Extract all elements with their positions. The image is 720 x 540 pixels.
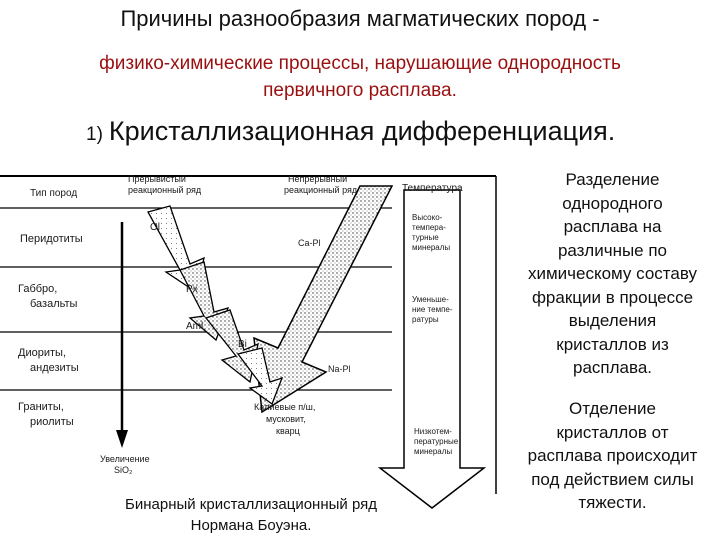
mineral-capl: Ca-Pl — [298, 238, 321, 248]
rock-granite-2: риолиты — [30, 416, 74, 428]
sio2-arrow-head — [116, 430, 128, 448]
col-discontinuous-2: реакционный ряд — [128, 185, 202, 195]
col-continuous-2: реакционный ряд — [284, 185, 358, 195]
col-rock-type: Тип пород — [30, 188, 77, 199]
col-discontinuous-1: Прерывистый — [128, 174, 186, 184]
caption-line-2: Нормана Боуэна. — [190, 517, 312, 534]
mineral-px: Px — [186, 284, 198, 295]
temp-mid-2: ние темпе- — [412, 305, 453, 314]
final-minerals-2: мусковит, — [266, 414, 306, 424]
temp-high-1: Высоко- — [412, 213, 443, 222]
mineral-ol: Ol — [150, 222, 160, 233]
rock-gabbro-2: базальты — [30, 298, 78, 310]
rock-granite-1: Граниты, — [18, 401, 64, 413]
rock-diorite-1: Диориты, — [18, 347, 66, 359]
section-heading: 1)Кристаллизационная дифференциация. — [86, 116, 615, 147]
right-text-separation: Разделение однородного расплава на разли… — [505, 168, 720, 380]
subtitle-line-1: физико-химические процессы, нарушающие о… — [99, 53, 621, 74]
slide-title: Причины разнообразия магматических пород… — [120, 6, 600, 31]
right-text-2-line-4: под действием силы — [531, 469, 694, 489]
temp-mid-1: Уменьше- — [412, 295, 449, 304]
heading-number: 1) — [86, 124, 103, 145]
arrow-bi-final — [236, 347, 284, 406]
mineral-bi: Bi — [238, 339, 247, 350]
caption-line-1: Бинарный кристаллизационный ряд — [125, 496, 377, 513]
mineral-napl: Na-Pl — [328, 364, 351, 374]
sio2-label-2: SiO₂ — [114, 465, 133, 475]
right-text-1-line-9: расплава. — [572, 358, 652, 377]
temperature-arrow — [377, 189, 487, 509]
right-text-1-line-6: фракции в процессе — [531, 287, 694, 307]
bowen-series-diagram: Тип пород Прерывистый реакционный ряд Не… — [0, 172, 500, 540]
temp-low-1: Низкотем- — [414, 427, 452, 436]
right-text-2-line-2: кристаллов от — [556, 422, 669, 442]
right-text-1-line-4: различные по — [557, 240, 668, 260]
temp-high-2: темпера- — [412, 223, 446, 232]
temp-high-4: минералы — [412, 243, 450, 252]
right-text-1-line-7: выделения — [568, 311, 657, 330]
slide-subtitle: физико-химические процессы, нарушающие о… — [0, 50, 720, 104]
right-text-2-line-1: Отделение — [569, 399, 656, 418]
heading-text: Кристаллизационная дифференциация. — [108, 116, 616, 146]
right-text-2-line-5: тяжести. — [578, 493, 647, 512]
right-text-2-line-3: расплава происходит — [527, 446, 698, 465]
col-continuous-1: Непрерывный — [288, 174, 347, 184]
right-text-gravity: Отделение кристаллов от расплава происхо… — [505, 397, 720, 515]
rock-peridotite: Перидотиты — [20, 233, 83, 245]
rock-gabbro-1: Габбро, — [18, 283, 57, 295]
mineral-aml: Aml — [186, 321, 203, 332]
diagram-caption: Бинарный кристаллизационный ряд Нормана … — [96, 494, 406, 536]
temp-mid-3: ратуры — [412, 315, 439, 324]
final-minerals-3: кварц — [276, 426, 300, 436]
right-text-1-line-2: однородного — [562, 193, 663, 213]
sio2-label-1: Увеличение — [100, 454, 150, 464]
bowen-diagram-svg: Тип пород Прерывистый реакционный ряд Не… — [0, 172, 500, 540]
rock-diorite-2: андезиты — [30, 362, 79, 374]
right-text-1-line-3: расплава на — [563, 217, 662, 236]
final-minerals-1: Калиевые п/ш, — [254, 402, 315, 412]
col-temperature: Температура — [402, 183, 463, 194]
right-text-1-line-8: кристаллов из — [556, 334, 669, 354]
right-text-1-line-1: Разделение — [565, 170, 660, 189]
temp-low-3: минералы — [414, 447, 452, 456]
temp-low-2: пературные — [414, 437, 459, 446]
right-text-1-line-5: химическому составу — [527, 264, 698, 283]
temp-high-3: турные — [412, 233, 439, 242]
subtitle-line-2: первичного расплава. — [263, 80, 457, 101]
